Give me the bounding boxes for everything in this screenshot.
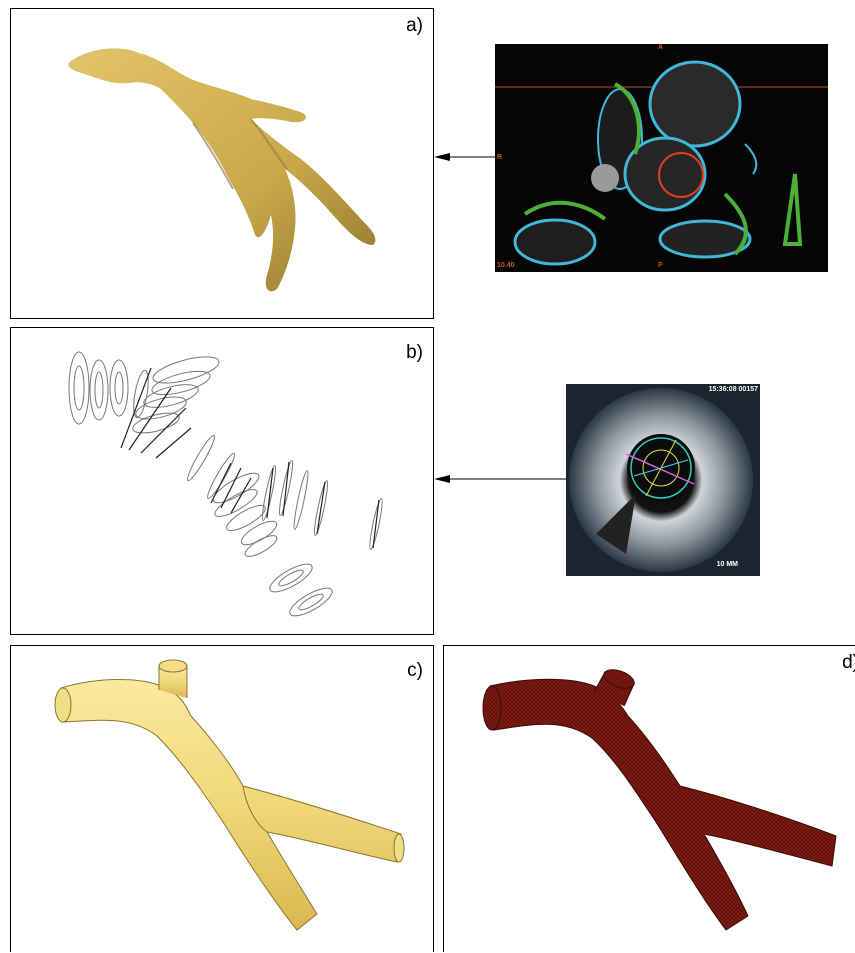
panel-a: a) bbox=[10, 8, 434, 319]
ivus-image: 15:36:08 00157 10 MM bbox=[566, 384, 760, 576]
meshed-vessel-model bbox=[444, 646, 855, 953]
ivus-timestamp: 15:36:08 00157 bbox=[709, 386, 758, 393]
panel-d: d) bbox=[443, 645, 855, 952]
ct-top-marker: A bbox=[658, 44, 663, 51]
ct-bottom-marker: P bbox=[658, 262, 663, 269]
smoothed-vessel-model bbox=[11, 646, 435, 953]
segmented-vessel-3d bbox=[11, 9, 435, 320]
ct-left-marker: R bbox=[497, 154, 502, 161]
panel-c: c) bbox=[10, 645, 434, 952]
panel-b: b) bbox=[10, 327, 434, 635]
ivus-scale-label: 10 MM bbox=[717, 561, 738, 568]
ivus-contour-stack bbox=[11, 328, 435, 636]
ct-corner-value: 10.40 bbox=[497, 262, 515, 269]
ct-scan-image: A P R 10.40 bbox=[495, 44, 828, 272]
